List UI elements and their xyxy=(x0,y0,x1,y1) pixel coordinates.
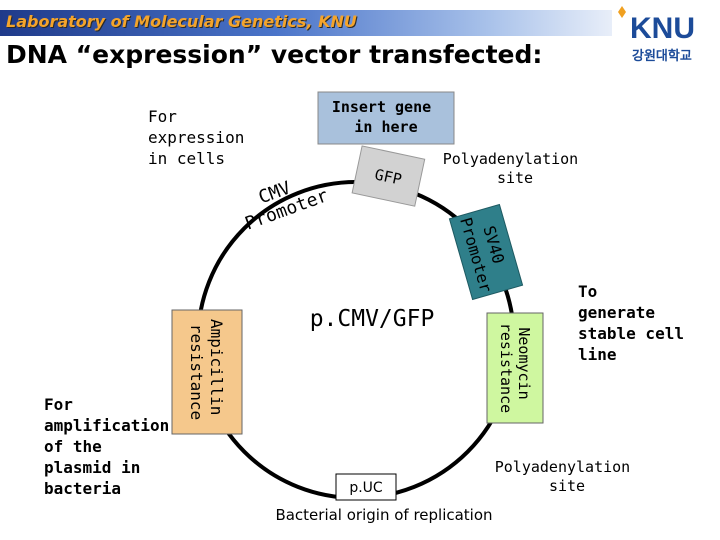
ampicillin-segment: Ampicillin resistance xyxy=(171,309,243,435)
polyA-bottom-label: Polyadenylation site xyxy=(495,458,640,495)
for-amplification-label: For amplification of the plasmid in bact… xyxy=(44,395,179,498)
gfp-segment: GFP xyxy=(351,145,426,207)
to-generate-label: To generate stable cell line xyxy=(578,282,694,364)
logo-korean: 강원대학교 xyxy=(632,48,692,64)
puc-box xyxy=(335,473,397,501)
neomycin-label: Neomycin resistance xyxy=(497,323,533,413)
slide-title: DNA “expression” vector transfected: xyxy=(6,40,543,69)
gfp-label: GFP xyxy=(373,165,403,188)
logo-star-icon xyxy=(618,6,626,18)
ampicillin-label: Ampicillin resistance xyxy=(187,319,226,425)
knu-logo: KNU 강원대학교 xyxy=(618,6,695,64)
for-expression-label: For expression in cells xyxy=(148,107,254,168)
lab-title: Laboratory of Molecular Genetics, KNU xyxy=(6,12,357,31)
sv40-promoter-segment: SV40 Promoter xyxy=(448,203,524,301)
header-bar xyxy=(0,10,612,36)
plasmid-name: p.CMV/GFP xyxy=(310,306,435,332)
insert-gene-box xyxy=(317,91,455,145)
cmv-promoter-label: CMV Promoter xyxy=(235,166,331,234)
polyA-top-label: Polyadenylation site xyxy=(443,150,588,187)
insert-gene-label: Insert gene in here xyxy=(332,98,440,136)
bacterial-origin-label: Bacterial origin of replication xyxy=(275,506,492,524)
neomycin-segment: Neomycin resistance xyxy=(486,312,544,424)
cmv-promoter-segment: CMV Promoter xyxy=(235,166,331,234)
puc-label: p.UC xyxy=(349,480,383,496)
logo-text: KNU xyxy=(630,12,695,45)
